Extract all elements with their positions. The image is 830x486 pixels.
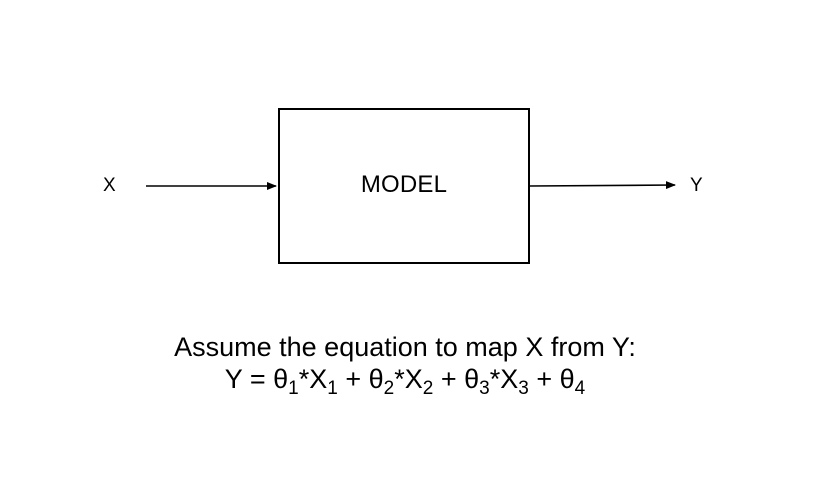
term-multiply: * (489, 364, 501, 394)
equation-term: θ4 (559, 364, 586, 398)
term-variable: X (404, 364, 423, 394)
output-arrow (529, 181, 676, 190)
term-multiply: * (298, 364, 310, 394)
term-operator: + (528, 364, 560, 394)
equation-lhs: Y (224, 364, 243, 394)
term-variable-subscript: 2 (422, 378, 434, 399)
equation-caption: Assume the equation to map X from Y: (174, 332, 636, 362)
term-coef: θ (559, 364, 575, 394)
term-variable-subscript: 1 (327, 378, 338, 399)
term-coef: θ (273, 364, 289, 394)
equation-term: θ3*X3 + (464, 364, 560, 398)
equation-formula: Y = θ1*X1 + θ2*X2 + θ3*X3 + θ4 (100, 363, 710, 398)
model-box: MODEL (278, 108, 530, 264)
model-label: MODEL (360, 171, 448, 198)
term-variable-subscript: 3 (518, 378, 529, 399)
term-variable: X (500, 364, 519, 394)
term-coef-subscript: 4 (574, 378, 586, 399)
equation-block: Assume the equation to map X from Y: Y =… (100, 331, 710, 398)
term-coef: θ (368, 364, 384, 394)
term-multiply: * (394, 364, 405, 394)
term-operator: + (337, 364, 369, 394)
equation-term: θ2*X2 + (368, 364, 465, 398)
term-operator: + (433, 364, 465, 394)
output-label: Y (690, 175, 703, 196)
input-label: X (103, 175, 116, 196)
term-coef-subscript: 1 (288, 378, 299, 399)
term-coef: θ (464, 364, 480, 394)
term-coef-subscript: 3 (479, 378, 490, 399)
equation-equals: = (242, 364, 274, 394)
equation-term: θ1*X1 + (273, 364, 369, 398)
term-coef-subscript: 2 (383, 378, 395, 399)
term-variable: X (309, 364, 328, 394)
